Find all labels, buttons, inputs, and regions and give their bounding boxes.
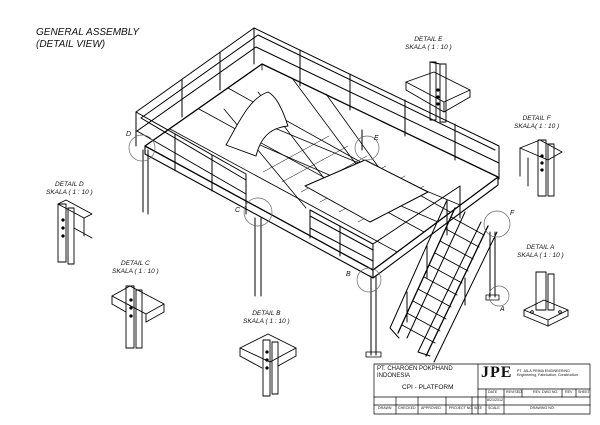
detail-f-label: DETAIL F SKALA( 1 : 10 ): [514, 115, 559, 131]
approved-label: APPROVED: [421, 406, 441, 410]
detail-f-scale: SKALA( 1 : 10 ): [514, 123, 560, 130]
detail-a-sketch: [523, 271, 569, 327]
detail-a-scale: SKALA ( 1 : 10 ): [517, 252, 564, 259]
drawing-title: GENERAL ASSEMBLY (DETAIL VIEW): [36, 27, 139, 51]
staircase: [389, 199, 498, 363]
company-line1: PT. JALA PRIMA ENGINEERING: [517, 369, 570, 373]
detail-b-scale: SKALA ( 1 : 10 ): [243, 318, 290, 325]
drawing-title-line1: GENERAL ASSEMBLY: [36, 27, 140, 38]
detail-c-name: DETAIL C: [121, 260, 150, 267]
company-logo: JPE: [481, 364, 513, 381]
detail-c-sketch: [111, 285, 165, 349]
drawn-label: DRAWN: [378, 406, 392, 410]
detail-b-sketch: [239, 333, 297, 397]
detail-a-label: DETAIL A SKALA ( 1 : 10 ): [517, 244, 564, 260]
callout-e: E: [374, 135, 379, 142]
callout-d: D: [126, 131, 132, 138]
detail-f-sketch: [519, 139, 563, 197]
revised-label: REVISED: [506, 390, 522, 394]
callout-a: A: [500, 306, 505, 313]
checked-label: CHECKED: [398, 406, 416, 410]
detail-e-label: DETAIL E SKALA ( 1 : 10 ): [405, 36, 452, 52]
detail-d-label: DETAIL D SKALA ( 1 : 10 ): [46, 181, 93, 197]
platform-deck: [144, 63, 499, 279]
project-title: CPI - PLATFORM: [402, 384, 454, 391]
callout-f: F: [510, 210, 515, 217]
callout-c: C: [235, 207, 241, 214]
client-name: PT. CHAROEN POKPHAND INDONESIA: [377, 366, 453, 380]
detail-d-name: DETAIL D: [55, 181, 84, 188]
detail-b-name: DETAIL B: [252, 310, 281, 317]
company-name: PT. JALA PRIMA ENGINEERING Engineering, …: [517, 369, 578, 377]
scale-label: SCALE: [488, 406, 500, 410]
detail-e-sketch: [405, 61, 471, 123]
drawing-title-line2: (DETAIL VIEW): [36, 39, 106, 50]
date-value: 8/21/2012: [487, 398, 503, 402]
detail-f-name: DETAIL F: [522, 115, 551, 122]
detail-a-name: DETAIL A: [526, 244, 555, 251]
company-line2: Engineering, Fabrication, Construction: [517, 373, 579, 377]
size-label: SIZE: [474, 406, 482, 410]
detail-e-scale: SKALA ( 1 : 10 ): [405, 44, 452, 51]
sheet-label: SHEET: [578, 390, 590, 394]
title-block-frame: [373, 363, 591, 415]
detail-c-label: DETAIL C SKALA ( 1 : 10 ): [112, 260, 159, 276]
platform-handrails: [135, 27, 500, 273]
detail-e-name: DETAIL E: [414, 36, 443, 43]
callout-b: B: [346, 271, 351, 278]
detail-callout-circles: [128, 134, 511, 307]
detail-d-sketch: [57, 199, 93, 265]
project-no-label: PROJECT NO.: [449, 406, 474, 410]
drawing-no-label: DRAWING NO.: [530, 406, 555, 410]
date-label: DATE: [488, 390, 498, 394]
detail-c-scale: SKALA ( 1 : 10 ): [112, 268, 159, 275]
rev-dwg-label: REV. DWG NO.: [533, 390, 559, 394]
client-line2: INDONESIA: [377, 373, 411, 379]
rev-label: REV: [565, 390, 573, 394]
detail-d-scale: SKALA ( 1 : 10 ): [46, 189, 93, 196]
client-line1: PT. CHAROEN POKPHAND: [377, 366, 453, 372]
detail-b-label: DETAIL B SKALA ( 1 : 10 ): [243, 310, 290, 326]
